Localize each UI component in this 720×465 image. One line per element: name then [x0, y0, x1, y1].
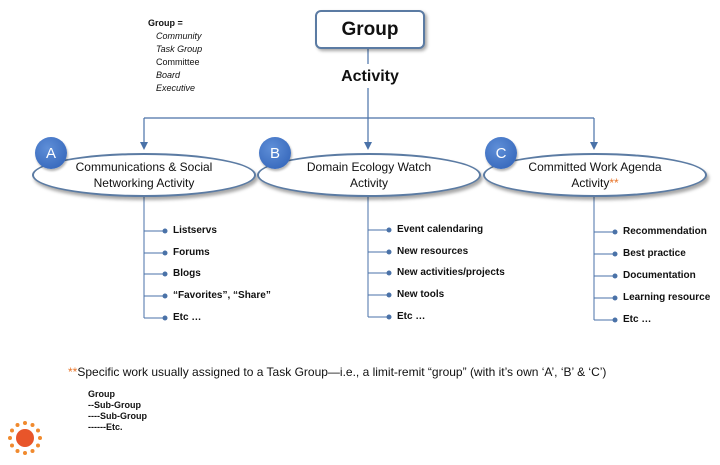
legend-item-executive: Executive [156, 83, 196, 93]
bullet-blogs: Blogs [173, 268, 201, 279]
legend-item-task-group: Task Group [156, 44, 203, 54]
activity-label: Activity [341, 68, 399, 85]
node-b-badge: B [259, 137, 291, 169]
node-b-line2: Activity [349, 176, 388, 190]
bullet-best-practice: Best practice [623, 248, 686, 259]
node-b-line1: Domain Ecology Watch [306, 160, 432, 174]
legend-item-committee: Committee [156, 57, 200, 67]
hierarchy-line: ------Etc. [88, 422, 123, 432]
legend-item-board: Board [156, 70, 181, 80]
bullet-new-tools: New tools [397, 289, 445, 300]
bullet-event-calendaring: Event calendaring [397, 224, 484, 235]
bullet-new-resources: New resources [397, 246, 469, 257]
footnote-asterisks: ** [68, 365, 78, 379]
node-c-line1: Committed Work Agenda [528, 160, 662, 174]
footnote-text: Specific work usually assigned to a Task… [77, 365, 607, 379]
node-b-ellipse: Domain Ecology Watch Activity [257, 153, 481, 197]
bullet-listservs: Listservs [173, 225, 217, 236]
node-c-asterisks: ** [609, 176, 619, 190]
hierarchy-line: --Sub-Group [88, 400, 141, 410]
legend-item-community: Community [156, 31, 202, 41]
hierarchy-list: Group --Sub-Group ----Sub-Group ------Et… [88, 389, 147, 433]
sunburst-logo-icon [8, 421, 42, 455]
node-c-ellipse: Committed Work Agenda Activity** [483, 153, 707, 197]
bullet-etc-b: Etc … [397, 311, 426, 322]
node-c-badge: C [485, 137, 517, 169]
bullet-documentation: Documentation [623, 270, 696, 281]
group-node: Group [315, 10, 425, 49]
node-c-line2: Activity [571, 176, 610, 190]
node-a-ellipse: Communications & Social Networking Activ… [32, 153, 256, 197]
hierarchy-line: Group [88, 389, 115, 399]
footnote: **Specific work usually assigned to a Ta… [68, 365, 606, 379]
hierarchy-line: ----Sub-Group [88, 411, 147, 421]
bullet-etc-a: Etc … [173, 312, 202, 323]
bullet-favorites-share: “Favorites”, “Share” [173, 290, 271, 301]
node-a-line1: Communications & Social [75, 160, 213, 174]
bullet-etc-c: Etc … [623, 314, 652, 325]
bullet-recommendation: Recommendation [623, 226, 707, 237]
bullet-new-activities: New activities/projects [397, 267, 505, 278]
bullet-forums: Forums [173, 247, 210, 258]
node-a-badge: A [35, 137, 67, 169]
node-a-line2: Networking Activity [93, 176, 195, 190]
bullet-learning-resource: Learning resource [623, 292, 711, 303]
legend-heading: Group = [148, 18, 183, 28]
group-legend: Group = Community Task Group Committee B… [148, 17, 202, 95]
